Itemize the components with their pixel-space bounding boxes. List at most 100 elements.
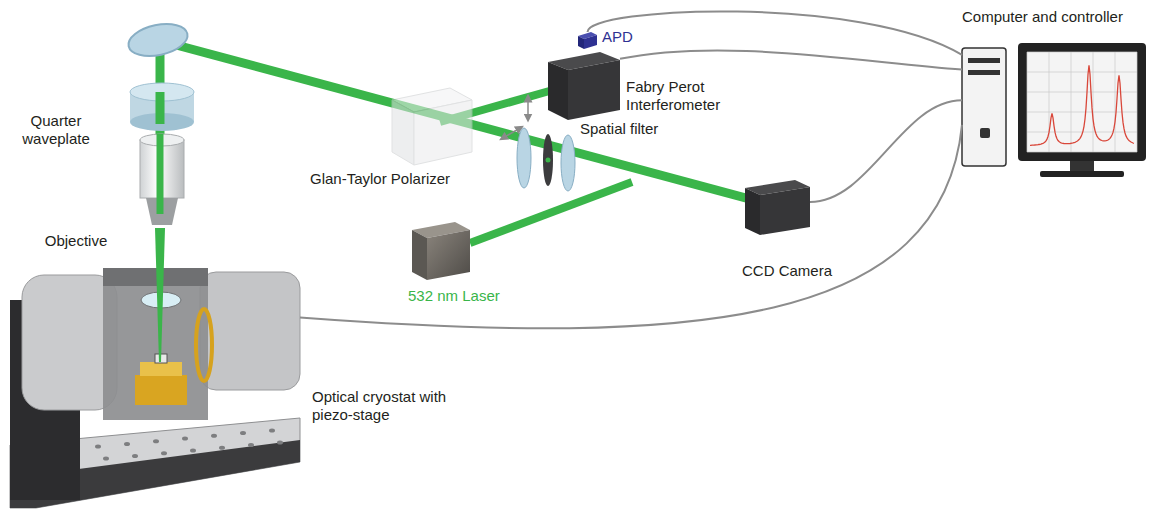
component-label: 532 nm Laser [408, 287, 500, 305]
plate-holes [248, 443, 254, 447]
camera-node: CCD Camera [745, 180, 810, 235]
spatial-filter-node: Spatial filter [515, 128, 575, 190]
spatial-filter [561, 135, 575, 191]
cryostat-drawing [196, 309, 212, 381]
laser-node: 532 nm Laser [412, 222, 470, 280]
laser-beam [156, 92, 165, 124]
computer [1027, 52, 1137, 152]
plate-holes [132, 454, 138, 458]
adjust-arrows [527, 98, 529, 118]
cryostat-drawing [200, 272, 300, 390]
computer [962, 43, 1146, 177]
polarizer-cube [392, 88, 472, 165]
plate-holes [211, 434, 217, 438]
detector-cube [584, 35, 597, 49]
mirror [126, 19, 191, 61]
plate-holes [153, 439, 159, 443]
computer [1040, 171, 1124, 177]
plate-holes [269, 428, 275, 432]
component-label: Fabry Perot Interferometer [626, 78, 751, 114]
spatial-filter [546, 158, 551, 163]
plate-holes [161, 451, 167, 455]
spectrum-trace [1030, 65, 1134, 145]
component-label: Glan-Taylor Polarizer [310, 170, 450, 188]
component-label: Spatial filter [580, 120, 658, 138]
interferometer-box [548, 52, 620, 120]
screen-grid [1093, 52, 1094, 152]
plate-holes [95, 445, 101, 449]
screen-grid [1115, 52, 1116, 152]
laser-beam [157, 134, 164, 214]
screen-grid [1027, 52, 1137, 53]
cryostat-drawing [103, 268, 208, 286]
adjust-arrows [503, 128, 520, 138]
detector-cube [578, 36, 584, 49]
objective-lens [140, 134, 184, 225]
laser-beam [165, 42, 772, 205]
plate-holes [190, 449, 196, 453]
plate-holes [103, 457, 109, 461]
plate-holes [277, 440, 283, 444]
screen-grid [1049, 52, 1050, 152]
mirror [126, 19, 191, 61]
screen-grid [1027, 72, 1137, 73]
screen-grid [1027, 52, 1137, 152]
plate-holes [124, 442, 130, 446]
component-label: Objective [28, 232, 124, 250]
computer [1018, 43, 1146, 161]
computer [968, 58, 1000, 63]
polarizer-cube [392, 100, 414, 165]
waveplate-node: Quarter waveplate [128, 82, 196, 132]
cryostat-drawing [135, 375, 187, 405]
waveplate [130, 83, 194, 131]
component-label: CCD Camera [742, 262, 832, 280]
laser-box [412, 222, 470, 280]
plate-holes [240, 431, 246, 435]
spatial-filter [517, 128, 531, 188]
laser-box [427, 230, 470, 280]
computer [980, 128, 990, 138]
computer-node: Computer and controller [962, 45, 1008, 168]
interferometer-box [548, 62, 568, 120]
computer [962, 48, 1006, 166]
cryostat-drawing [140, 362, 182, 376]
focused-beam [155, 228, 165, 362]
cryostat-drawing [22, 275, 117, 410]
screen-grid [1027, 112, 1137, 113]
component-label: Quarter waveplate [6, 112, 106, 148]
screen-grid [1137, 52, 1138, 152]
objective-node: Objective [138, 135, 190, 227]
interferometer-box [568, 60, 620, 120]
plate-holes [182, 437, 188, 441]
plate-holes [219, 446, 225, 450]
spatial-filter [543, 134, 553, 186]
camera-box [745, 180, 810, 235]
cryostat-drawing [103, 268, 208, 420]
screen-grid [1071, 52, 1072, 152]
laser-beam [160, 42, 772, 243]
camera-box [760, 187, 810, 235]
laser-box [412, 230, 427, 280]
computer [1070, 161, 1094, 171]
cable [810, 100, 962, 202]
component-label: Optical cryostat with piezo-stage [312, 388, 450, 424]
interferometer-node: Fabry Perot Interferometer [548, 52, 620, 120]
screen-grid [1027, 52, 1028, 152]
cryostat-drawing [10, 268, 300, 508]
polarizer-node: Glan-Taylor Polarizer [390, 88, 472, 165]
component-label: Computer and controller [962, 8, 1123, 26]
detector-node: APD [578, 32, 597, 49]
detector-cube [578, 32, 597, 49]
component-label: APD [602, 28, 633, 46]
spatial-filter [517, 128, 575, 191]
polarizer-cube [414, 100, 472, 165]
cable [300, 125, 962, 328]
cryostat-node: Optical cryostat with piezo-stage [10, 255, 300, 505]
cable [588, 11, 963, 54]
camera-box [745, 188, 760, 235]
screen-grid [1027, 152, 1137, 153]
computer [968, 70, 1000, 75]
laser-beam [470, 182, 632, 243]
